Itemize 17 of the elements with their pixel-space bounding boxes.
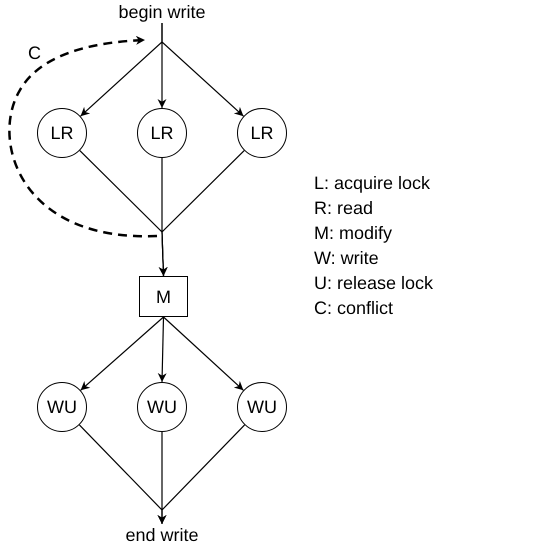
arrow (158, 150, 245, 276)
terminal-label: begin write (112, 1, 212, 23)
dashed-arrow (8, 36, 158, 238)
terminal-label: end write (114, 524, 210, 546)
arrow (158, 316, 167, 382)
legend-text: W: write (314, 247, 380, 270)
legend-text: M: modify (314, 222, 394, 245)
legend-text: U: release lock (314, 272, 434, 295)
edge-label: C (28, 44, 41, 62)
legend-text: C: conflict (314, 297, 394, 320)
legend-text: R: read (314, 197, 374, 220)
arrow (161, 23, 244, 117)
arrow (163, 316, 244, 391)
process-box: M (139, 276, 188, 317)
arrow (158, 424, 246, 524)
arrow (80, 316, 164, 391)
legend-text: L: acquire lock (314, 172, 432, 195)
